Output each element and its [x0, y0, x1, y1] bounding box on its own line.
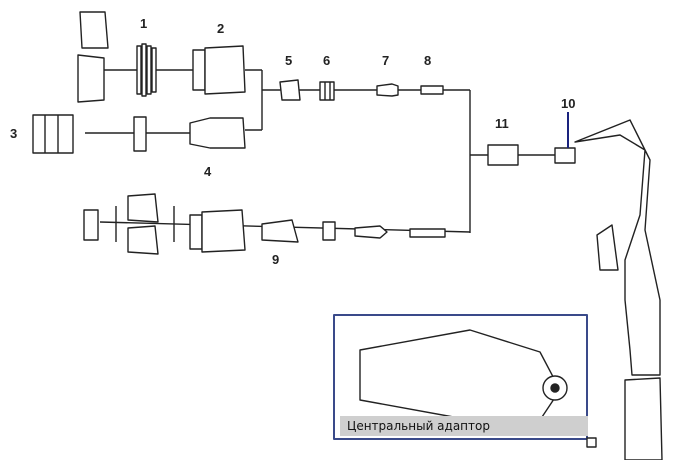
label-8: 8 [424, 53, 432, 68]
part-3-cap [32, 114, 147, 154]
plasma-torch [554, 119, 663, 460]
part-7-electrode [376, 83, 399, 97]
part-6-ring [319, 81, 335, 101]
part-1-shield-caps [77, 11, 157, 103]
label-9: 9 [272, 252, 280, 267]
label-2: 2 [217, 21, 225, 36]
label-4: 4 [204, 164, 212, 179]
label-3: 3 [10, 126, 18, 141]
inset-caption: Центральный адаптор [340, 416, 588, 436]
label-10: 10 [561, 96, 576, 111]
label-6: 6 [323, 53, 331, 68]
part-11-adapter-sleeve [487, 144, 519, 166]
lower-row-parts [83, 193, 446, 255]
label-7: 7 [382, 53, 390, 68]
label-5: 5 [285, 53, 293, 68]
label-1: 1 [140, 16, 148, 31]
label-11: 11 [495, 116, 509, 131]
part-2-retaining-cap [192, 45, 246, 95]
part-4-nozzle [189, 117, 246, 149]
part-8-tip [420, 85, 444, 95]
part-5-swirl-ring [279, 79, 301, 101]
